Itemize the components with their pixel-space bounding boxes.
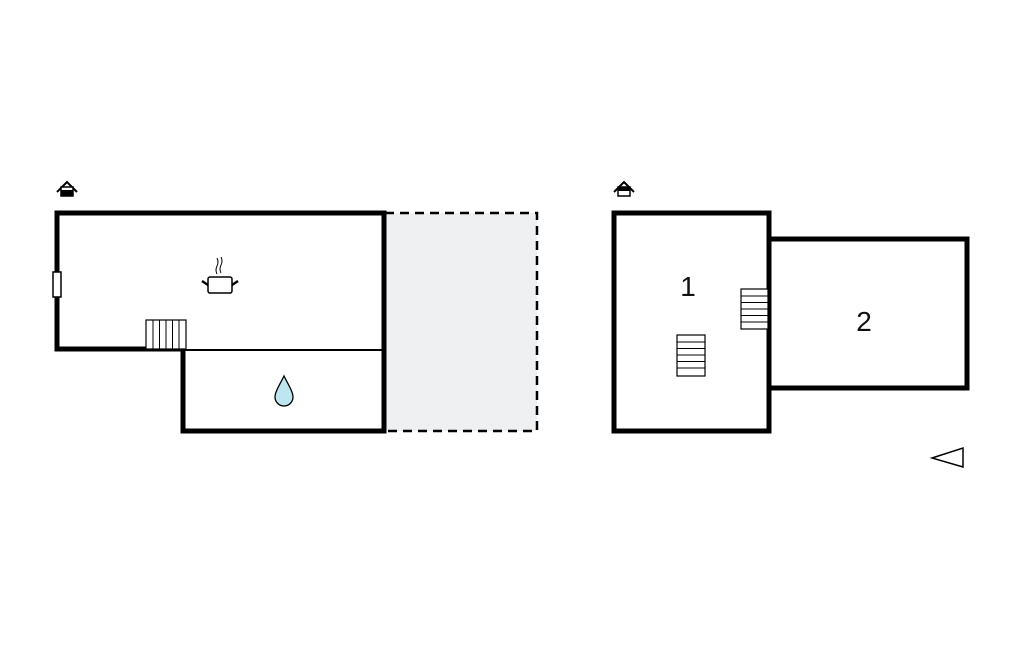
stairs-icon [676, 334, 706, 377]
ground-floor-plan [52, 180, 539, 434]
upper-floor-plan: 1 2 [611, 180, 970, 468]
room-1-walls [611, 210, 772, 434]
north-arrow-icon [929, 446, 964, 468]
house-entrance-icon [613, 180, 635, 197]
water-drop-icon [274, 374, 294, 407]
stairs-icon [145, 319, 187, 350]
house-entrance-icon [56, 180, 78, 197]
kitchen-pot-icon [201, 256, 239, 294]
ground-floor-walls [54, 210, 387, 434]
terrace-area [383, 211, 539, 433]
stairs-icon [740, 288, 769, 330]
room-label-1: 1 [680, 271, 696, 302]
room-label-2: 2 [856, 306, 872, 337]
window-icon [52, 271, 62, 298]
